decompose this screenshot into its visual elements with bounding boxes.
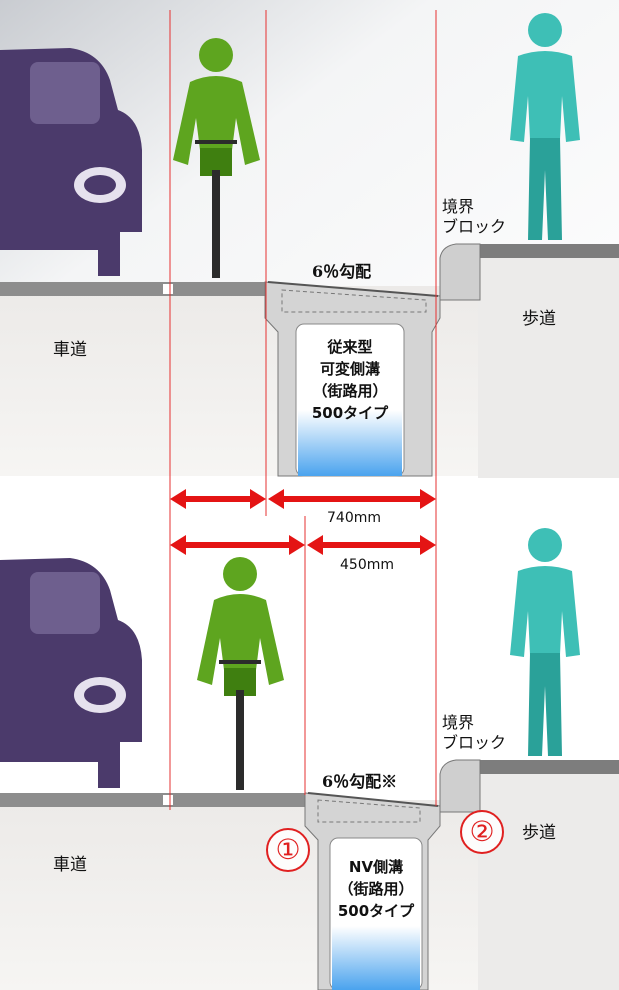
bottom-sidewalk-label: 歩道: [522, 823, 556, 843]
bottom-boundary-label: 境界 ブロック: [442, 713, 506, 753]
top-gutter-line-4: 500タイプ: [311, 404, 389, 422]
top-grade-label: 6％勾配: [312, 262, 372, 281]
bottom-grade-label: 6％勾配※: [322, 772, 398, 791]
top-road-label: 車道: [53, 340, 87, 360]
top-road-surface: [0, 282, 265, 296]
top-gutter-water: [298, 410, 402, 476]
cyclist-top: [173, 38, 260, 278]
bottom-boundary-line-2: ブロック: [442, 733, 507, 752]
top-section: [0, 243, 619, 478]
bottom-boundary-line-1: 境界: [442, 713, 475, 732]
car-top: [0, 48, 142, 276]
top-gutter-line-1: 従来型: [327, 338, 373, 356]
top-boundary-line-1: 境界: [442, 197, 475, 216]
top-gutter-line-3: （街路用）: [312, 382, 388, 400]
car-bottom: [0, 558, 142, 788]
top-sidewalk-label: 歩道: [522, 309, 556, 329]
top-boundary-label: 境界 ブロック: [442, 197, 506, 237]
top-road-marker: [163, 284, 173, 294]
pedestrian-top: [510, 13, 580, 240]
bottom-road-label: 車道: [53, 855, 87, 875]
bottom-gutter-line-2: （街路用）: [338, 880, 414, 898]
bottom-gutter-line-3: 500タイプ: [337, 902, 415, 920]
dimension-arrows: [170, 489, 436, 555]
dimension-450: 450mm: [340, 557, 394, 573]
bottom-gutter-line-1: NV側溝: [348, 858, 404, 876]
bottom-road-marker: [163, 795, 173, 805]
pedestrian-bottom: [510, 528, 580, 756]
marker-1: ①: [266, 828, 310, 872]
top-boundary-line-2: ブロック: [442, 217, 507, 236]
bottom-boundary-block: [439, 759, 481, 813]
bottom-section: [0, 759, 619, 990]
top-gutter-line-2: 可変側溝: [319, 360, 380, 378]
guide-lines: [169, 10, 437, 810]
bottom-gutter-water: [332, 926, 420, 990]
top-gutter-label: 従来型 可変側溝 （街路用） 500タイプ: [296, 336, 404, 424]
dimension-740: 740mm: [327, 510, 381, 526]
bottom-gutter-label: NV側溝 （街路用） 500タイプ: [330, 856, 422, 922]
bottom-road-surface: [0, 793, 305, 807]
marker-2: ②: [460, 810, 504, 854]
cyclist-bottom: [197, 557, 284, 790]
top-boundary-block: [439, 243, 481, 301]
